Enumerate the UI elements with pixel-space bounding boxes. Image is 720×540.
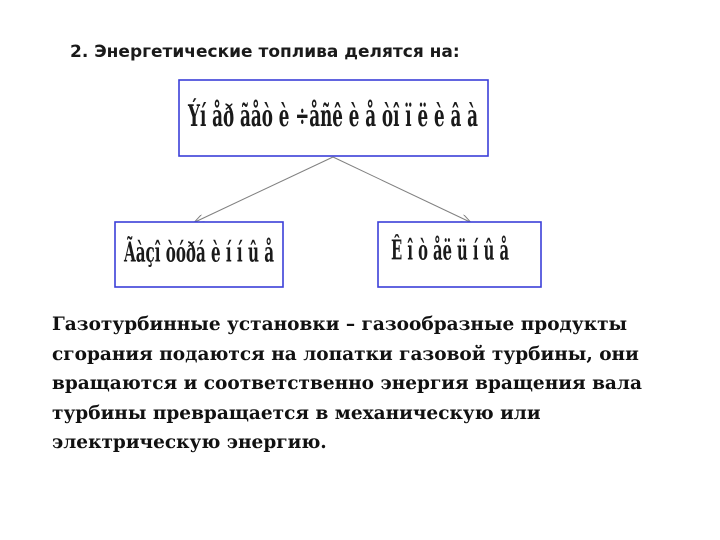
right-box: Ê î ò åë ü í û å: [377, 221, 542, 288]
body-paragraph: Газотурбинные установки – газообразные п…: [52, 310, 672, 458]
right-box-label: Ê î ò åë ü í û å: [391, 234, 509, 267]
body-line: электрическую энергию.: [52, 432, 327, 453]
top-box-frame: [178, 79, 489, 157]
arrow-to-left-box: [195, 156, 334, 222]
body-line: турбины превращается в механическую или: [52, 402, 541, 424]
left-box-frame: [114, 221, 284, 288]
right-box-frame: [377, 221, 542, 288]
body-line: сгорания подаются на лопатки газовой тур…: [52, 343, 639, 365]
fuel-classification-diagram: Ýí åð ãåò è ÷åñê è å òî ï ë è â à Ãàçî ò…: [114, 79, 542, 288]
body-line: вращаются и соответственно энергия враще…: [52, 373, 642, 394]
top-box: Ýí åð ãåò è ÷åñê è å òî ï ë è â à: [178, 79, 489, 157]
left-box: Ãàçî òóðá è í í û å: [114, 221, 284, 288]
top-box-label: Ýí åð ãåò è ÷åñê è å òî ï ë è â à: [187, 98, 478, 134]
slide-title: 2. Энергетические топлива делятся на:: [70, 42, 460, 62]
arrow-to-right-box: [332, 156, 470, 222]
left-box-label: Ãàçî òóðá è í í û å: [123, 236, 274, 269]
body-line: Газотурбинные установки – газообразные п…: [52, 314, 628, 335]
